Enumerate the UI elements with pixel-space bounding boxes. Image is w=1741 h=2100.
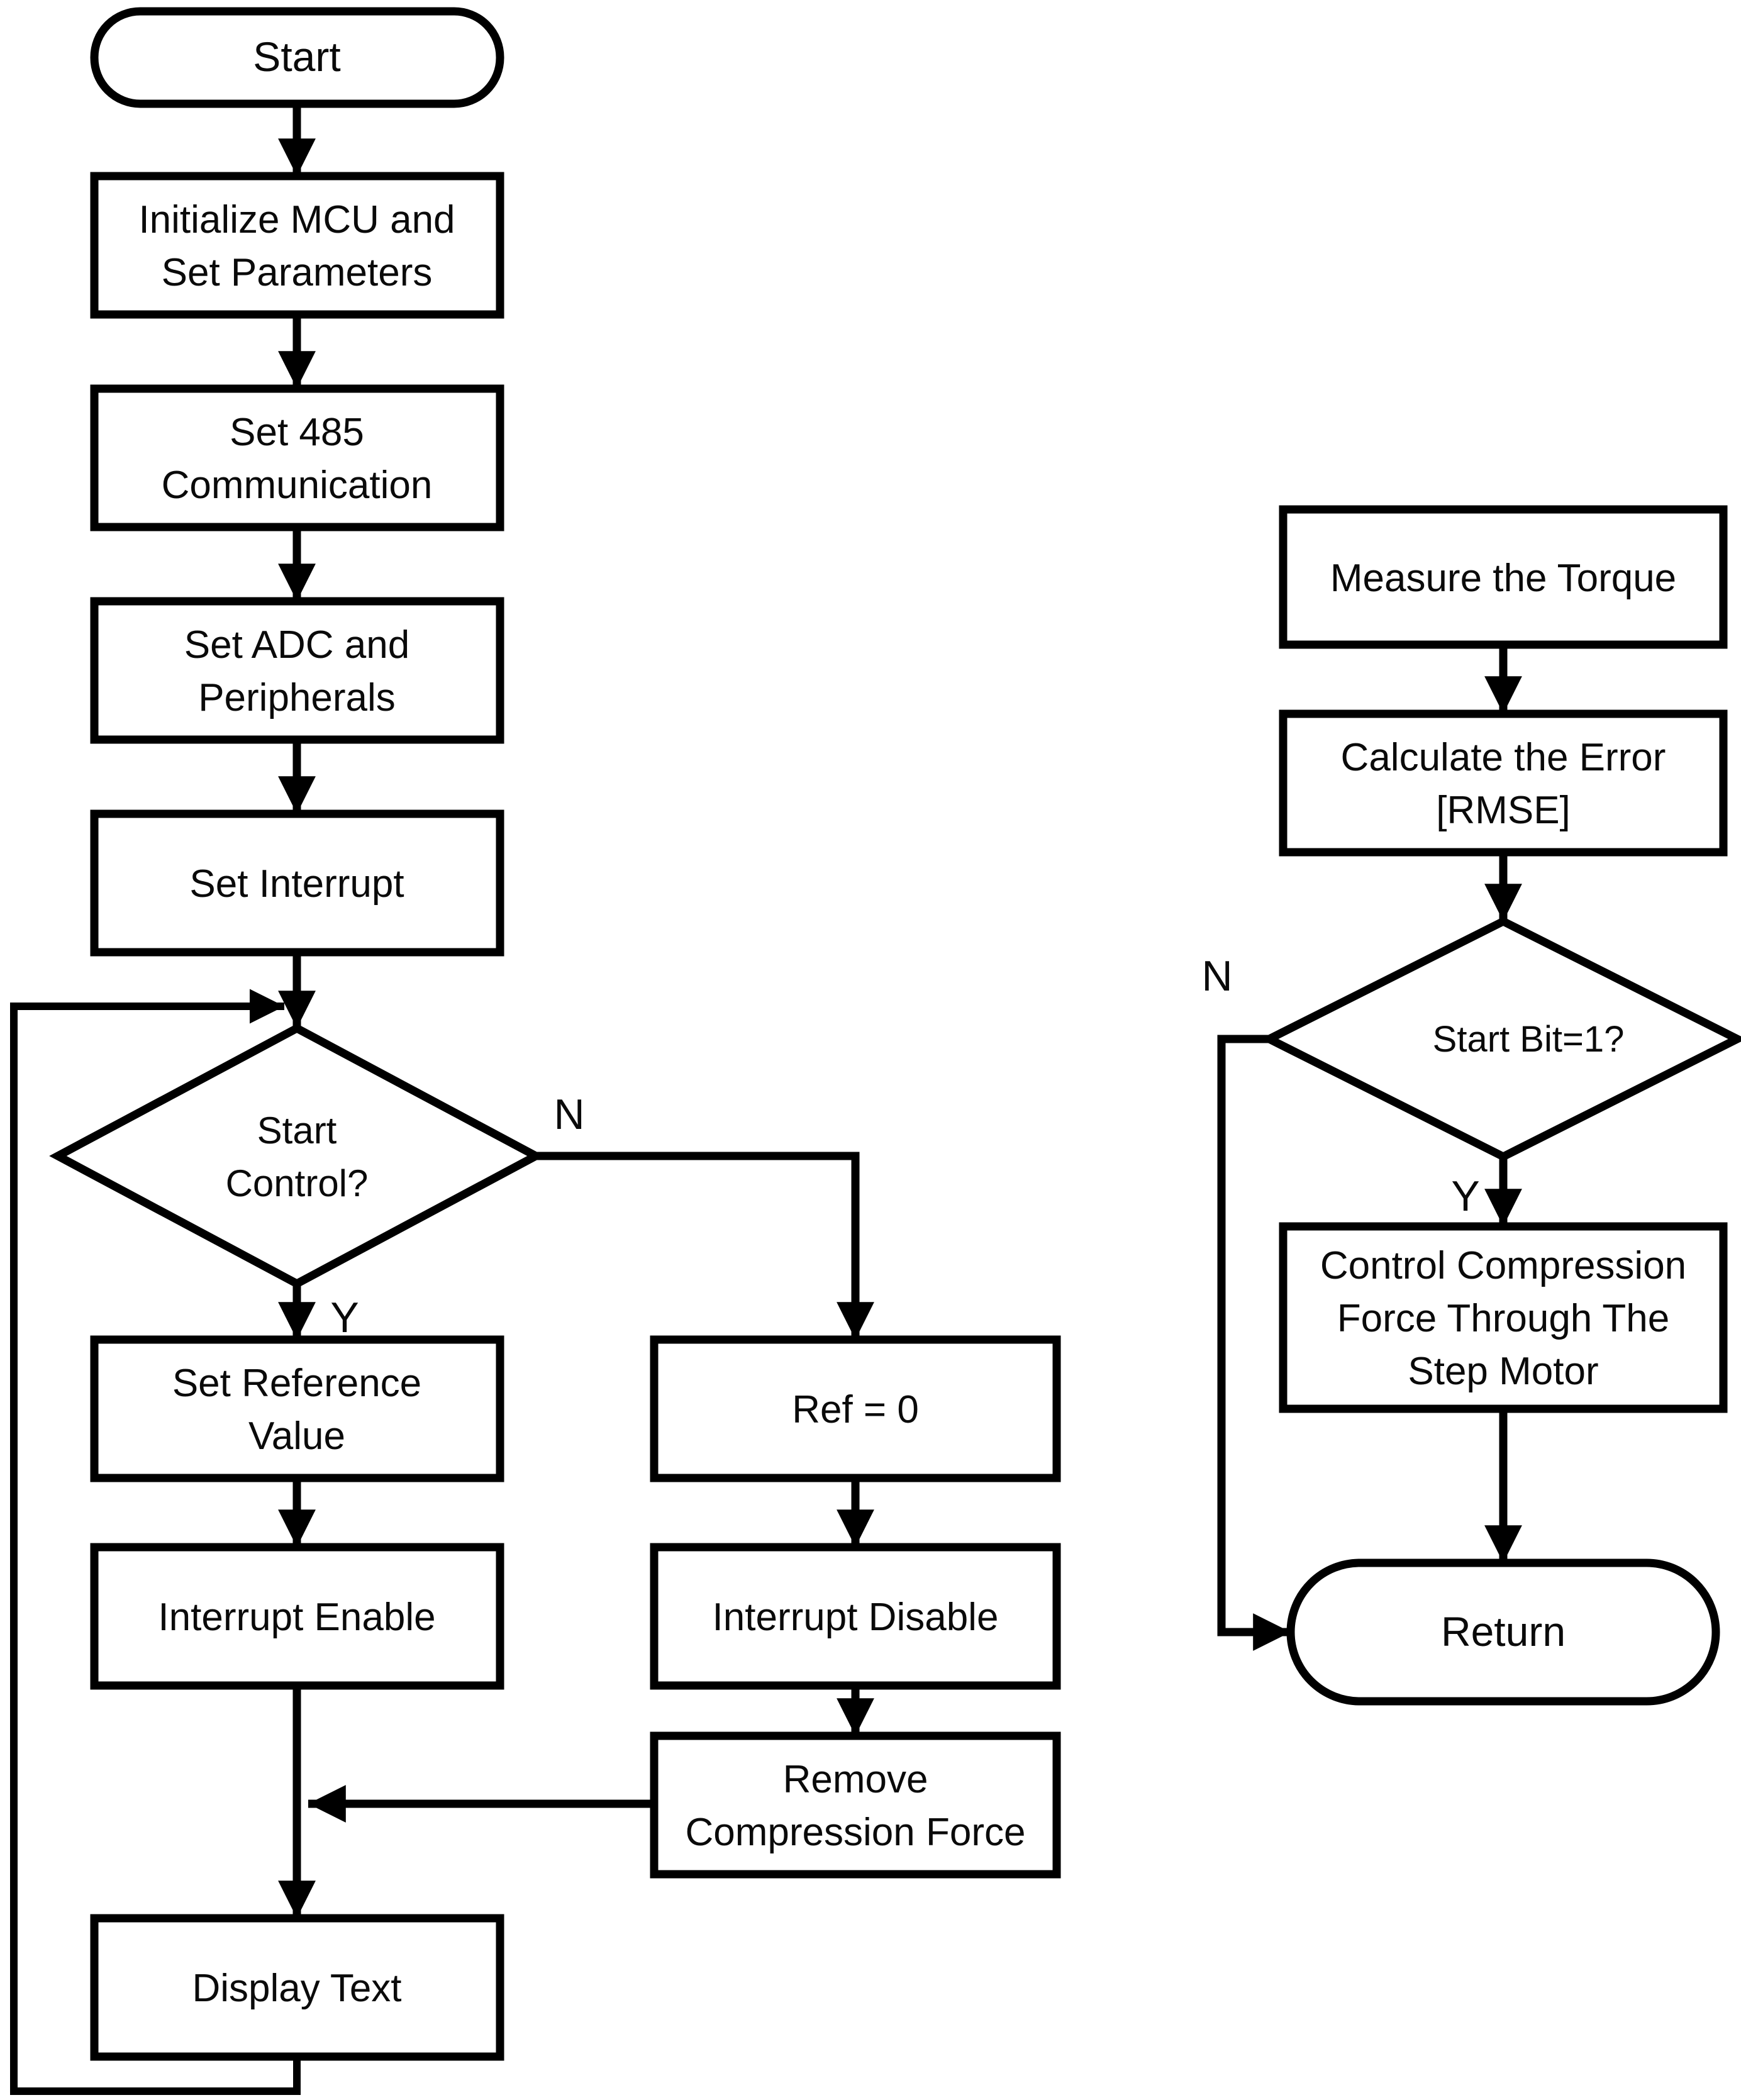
- interrupt-disable-shape: [650, 1543, 1061, 1690]
- node-start: Start: [90, 7, 504, 108]
- start-bit-yes-label: Y: [1451, 1172, 1479, 1220]
- measure-torque-shape: [1279, 505, 1728, 649]
- start-terminal-label: Start: [253, 33, 340, 80]
- return-terminal-label: Return: [1441, 1608, 1566, 1655]
- interrupt-disable-label: Interrupt Disable: [713, 1596, 999, 1639]
- node-initialize-mcu: Initialize MCU and Set Parameters: [90, 172, 504, 319]
- start-control-label-line1: Start: [257, 1109, 337, 1152]
- node-display-text: Display Text: [90, 1914, 504, 2061]
- node-ref-zero: Ref = 0: [650, 1335, 1061, 1482]
- initialize-mcu-label-line1: Initialize MCU and: [138, 198, 455, 242]
- set-485-label-line1: Set 485: [230, 411, 364, 454]
- node-set-adc-peripherals: Set ADC and Peripherals: [90, 597, 504, 744]
- control-force-label-line1: Control Compression: [1320, 1244, 1686, 1287]
- node-return: Return: [1286, 1558, 1720, 1706]
- set-adc-label-line2: Peripherals: [198, 676, 396, 719]
- calculate-error-shape: [1279, 709, 1728, 857]
- measure-torque-label: Measure the Torque: [1330, 557, 1676, 600]
- calculate-error-label-line1: Calculate the Error: [1341, 736, 1666, 779]
- start-bit-label: Start Bit=1?: [1433, 1019, 1625, 1060]
- set-interrupt-label: Set Interrupt: [189, 862, 404, 906]
- control-force-label-line3: Step Motor: [1408, 1350, 1598, 1393]
- set-adc-label-line1: Set ADC and: [184, 623, 409, 667]
- node-set-interrupt: Set Interrupt: [90, 809, 504, 957]
- ref-zero-label: Ref = 0: [792, 1388, 919, 1431]
- node-interrupt-enable: Interrupt Enable: [90, 1543, 504, 1690]
- set-interrupt-shape: [90, 809, 504, 957]
- interrupt-enable-shape: [90, 1543, 504, 1690]
- node-calculate-error: Calculate the Error [RMSE]: [1279, 709, 1728, 857]
- calculate-error-label-line2: [RMSE]: [1436, 789, 1571, 832]
- set-reference-value-shape: [90, 1335, 504, 1482]
- remove-force-label-line1: Remove: [783, 1758, 928, 1801]
- initialize-mcu-label-line2: Set Parameters: [162, 251, 433, 294]
- start-control-yes-label: Y: [330, 1294, 359, 1342]
- arrow-decision-no-to-ref-zero: [536, 1152, 874, 1340]
- return-terminal-shape: [1286, 1558, 1720, 1706]
- interrupt-enable-label: Interrupt Enable: [158, 1596, 435, 1639]
- control-force-label-line2: Force Through The: [1337, 1297, 1669, 1340]
- node-measure-torque: Measure the Torque: [1279, 505, 1728, 649]
- node-remove-compression-force: Remove Compression Force: [650, 1731, 1061, 1879]
- set-reference-label-line2: Value: [248, 1414, 345, 1458]
- node-set-reference-value: Set Reference Value: [90, 1335, 504, 1482]
- node-control-compression-force: Control Compression Force Through The St…: [1279, 1222, 1728, 1413]
- start-bit-no-label: N: [1201, 952, 1232, 1000]
- set-reference-label-line1: Set Reference: [172, 1362, 421, 1405]
- remove-force-label-line2: Compression Force: [686, 1811, 1026, 1854]
- start-control-label-line2: Control?: [226, 1162, 369, 1204]
- ref-zero-shape: [650, 1335, 1061, 1482]
- arrow-loopback-rail: [10, 989, 301, 2095]
- display-text-label: Display Text: [192, 1967, 401, 2010]
- node-interrupt-disable: Interrupt Disable: [650, 1543, 1061, 1690]
- set-485-label-line2: Communication: [162, 464, 433, 507]
- start-control-no-label: N: [553, 1091, 584, 1138]
- arrow-start-bit-no-to-return: [1217, 1035, 1291, 1651]
- node-set-485-communication: Set 485 Communication: [90, 384, 504, 531]
